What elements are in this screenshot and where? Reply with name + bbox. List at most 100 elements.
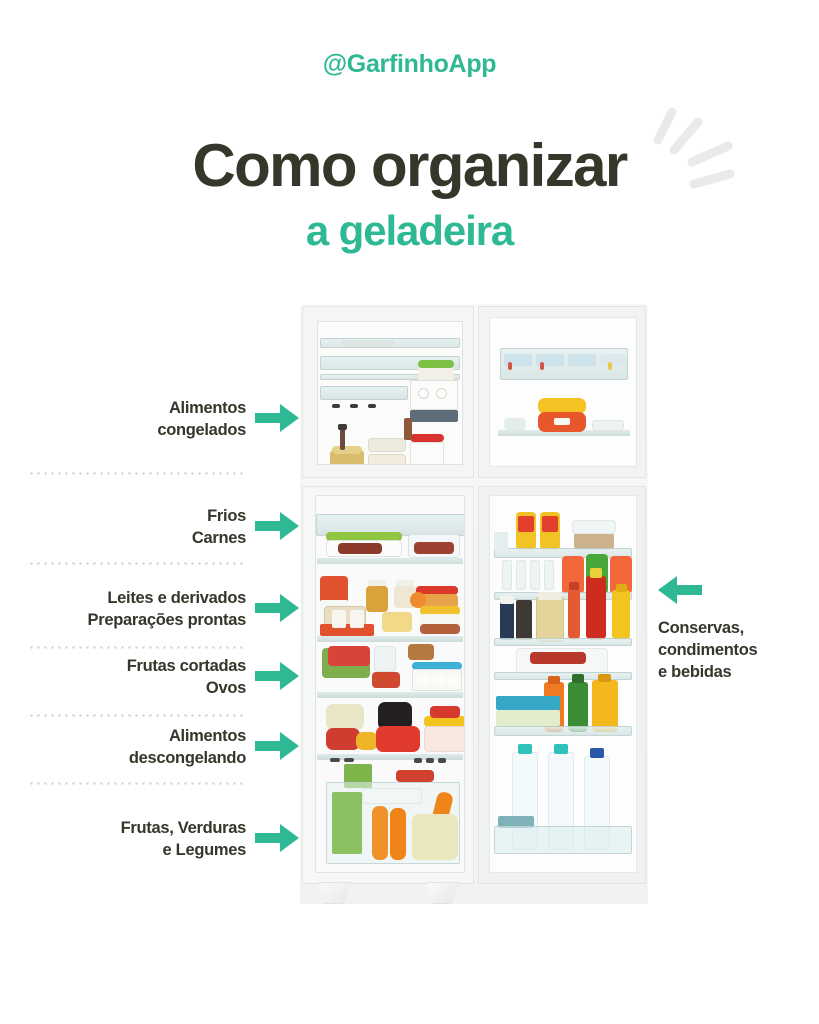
label-frutas-cortadas-ovos: Frutas cortadas Ovos <box>30 656 247 700</box>
freezer-container-b <box>368 454 406 464</box>
door-rack-4 <box>494 672 632 680</box>
freezer-item-green-box <box>418 368 454 382</box>
fridge-shelf-1 <box>317 558 463 564</box>
door-hotsauce-cap <box>569 582 579 590</box>
fridge-meat-2 <box>414 542 454 554</box>
arrow-left-icon-1 <box>658 576 702 604</box>
freezer-door <box>478 306 646 478</box>
brand-handle: @GarfinhoApp <box>322 50 497 78</box>
fridge-shelf-3 <box>317 692 463 698</box>
freezer-door-left-tray <box>504 418 526 430</box>
fridge-blue-lid <box>412 662 462 670</box>
freezer-bottle-cap <box>338 424 347 430</box>
label-line-2: Preparações prontas <box>87 610 247 629</box>
door-olive-jar-lid <box>538 592 562 600</box>
fridge-orange-fruit <box>410 592 426 608</box>
freezer-rack-4 <box>320 386 408 400</box>
door-juice-green <box>568 682 588 732</box>
door-tray-contents <box>496 710 560 726</box>
fridge-orange-contents <box>416 594 458 608</box>
fridge-green-lid <box>326 532 402 541</box>
fridge-meat-thawing <box>424 726 464 752</box>
label-line-2: condimentos <box>658 640 758 659</box>
freezer-item-dark-strip <box>410 410 458 422</box>
fridge-door <box>478 486 646 884</box>
door-juice-box-1-graphic <box>518 516 534 532</box>
freezer-vent-1 <box>332 404 340 408</box>
door-juice-green-cap <box>572 674 584 683</box>
door-ketchup-cap <box>590 568 602 578</box>
fridge-door-interior <box>489 495 637 873</box>
fridge-honey-jar <box>366 586 388 612</box>
fridge-meat-1 <box>338 543 382 554</box>
crisper-carrot-2 <box>390 808 406 860</box>
fridge-yellow-container <box>420 614 460 626</box>
fridge-shelf-4 <box>317 754 463 760</box>
door-rack-bottom <box>494 826 632 854</box>
label-line-1: Frios <box>207 507 246 525</box>
freezer-door-box-label <box>554 418 570 425</box>
fridge-red-lid <box>416 586 458 595</box>
label-line-2: Carnes <box>191 528 246 547</box>
door-left-clip-1 <box>494 532 508 550</box>
door-juice-box-2-graphic <box>542 516 558 532</box>
label-line-1: Alimentos <box>168 727 246 745</box>
label-conservas-condimentos-bebidas: Conservas, condimentos e bebidas <box>658 618 808 683</box>
fridge-jar-label-2 <box>396 580 414 588</box>
freezer-vent-3 <box>368 404 376 408</box>
freezer-door-dot-yellow <box>608 362 612 370</box>
freezer-door-dot-red-2 <box>540 362 544 370</box>
door-juice-yellow-cap <box>598 674 611 682</box>
freezer-container-red-lid <box>410 434 444 442</box>
freezer-item-tray <box>342 340 394 345</box>
door-condiment-dark-1 <box>500 600 514 640</box>
door-condiment-label-1 <box>500 596 514 604</box>
door-nuts-container <box>574 532 614 550</box>
divider-5 <box>28 782 246 785</box>
crisper-cherry-tomatoes <box>396 770 434 782</box>
fridge-red-bowl <box>372 672 400 688</box>
door-juice-orange-cap <box>548 676 560 684</box>
freezer-rack-3 <box>320 374 460 380</box>
label-line-2: e Legumes <box>162 840 247 859</box>
fridge-shelf-2 <box>317 636 463 642</box>
divider-2 <box>28 562 246 565</box>
freezer-door-dot-red <box>508 362 512 370</box>
fridge-bread <box>408 644 434 660</box>
fridge-red-pepper <box>326 728 360 750</box>
fridge-cheese-2 <box>350 610 364 628</box>
page-title: Como organizar a geladeira <box>0 134 819 253</box>
label-alimentos-descongelando: Alimentos descongelando <box>30 726 246 770</box>
crisper-vent-3 <box>414 758 422 763</box>
freezer-door-small-tray <box>592 420 624 431</box>
fridge-jar-label-1 <box>368 580 386 588</box>
fridge-egg-3 <box>447 674 460 687</box>
crisper-cabbage <box>412 814 458 860</box>
crisper-vent-5 <box>438 758 446 763</box>
title-main-line: Como organizar <box>192 132 628 199</box>
label-frios-carnes: Frios Carnes <box>30 506 246 550</box>
crisper-vent-1 <box>330 758 340 762</box>
fridge-yellow-pepper <box>356 732 378 750</box>
door-rack-3 <box>494 638 632 646</box>
door-bottle-slot-2 <box>516 560 526 590</box>
door-meat-slices <box>530 652 586 664</box>
crisper-carrot-1 <box>372 806 388 860</box>
divider-1 <box>28 472 246 475</box>
divider-3 <box>28 646 246 649</box>
door-ketchup-bottle <box>586 576 606 640</box>
door-water-cap-3 <box>590 748 604 758</box>
label-leites-derivados: Leites e derivados Preparações prontas <box>30 588 247 632</box>
label-line-1: Frutas, Verduras <box>120 819 247 837</box>
divider-4 <box>28 714 246 717</box>
door-bottle-slot-3 <box>530 560 540 590</box>
freezer-item-circle-a <box>418 388 429 399</box>
fridge-egg-2 <box>432 674 445 687</box>
label-line-3: e bebidas <box>658 662 732 681</box>
door-water-cap-2 <box>554 744 568 754</box>
fridge-eggplant <box>378 702 412 730</box>
fridge-cheese-1 <box>332 610 346 628</box>
label-line-1: Frutas cortadas <box>126 657 247 675</box>
freezer-item-white-box <box>410 380 458 410</box>
